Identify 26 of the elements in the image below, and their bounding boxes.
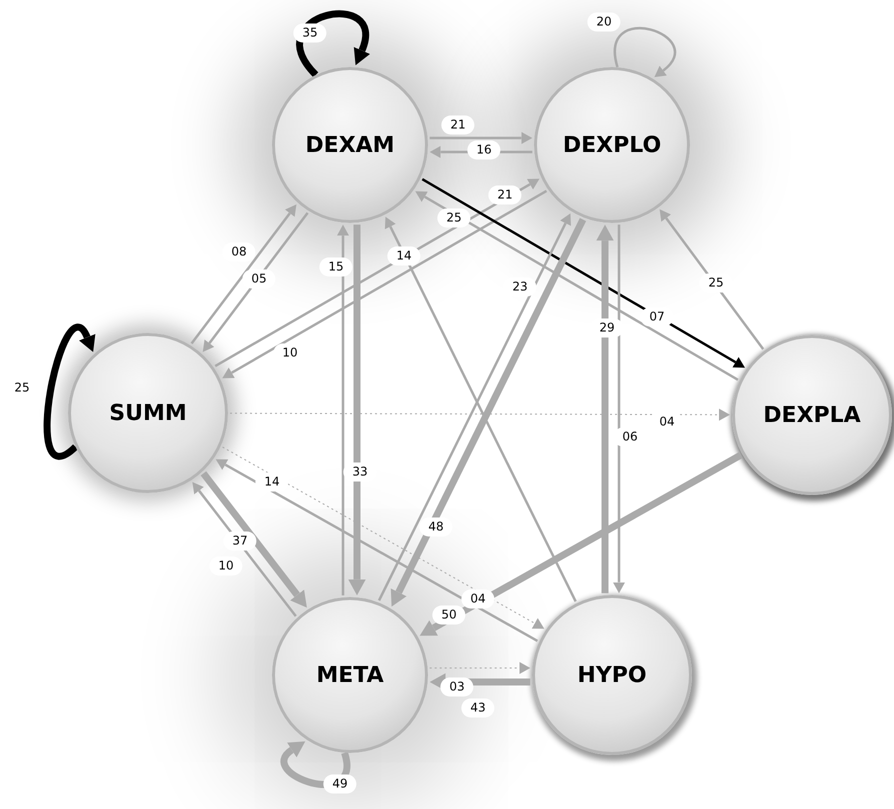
state-name: META [316,662,384,690]
arrow [596,224,614,594]
arrow [420,452,742,636]
arrow [429,662,530,674]
state-name: SUMM [109,400,187,428]
state-name: HYPO [577,662,647,690]
state-name: DEXAM [305,132,395,160]
arrow [216,459,538,642]
arrow [415,191,739,381]
arrow [200,471,307,608]
arrow [222,446,544,629]
edge-label: 07 [640,308,674,326]
arrow [190,204,296,344]
edge-label: 04 [461,590,495,608]
arrow [612,224,626,594]
arrow [336,224,350,596]
arrow [44,324,96,460]
state-name: DEXPLA [763,402,861,430]
arrow [614,26,676,78]
arrow [296,10,370,78]
edge-label: 14 [255,472,289,492]
arrow [430,132,532,144]
arrow [422,178,745,368]
arrow [230,408,730,421]
state-name: DEXPLO [562,132,662,160]
arrow [348,224,366,596]
